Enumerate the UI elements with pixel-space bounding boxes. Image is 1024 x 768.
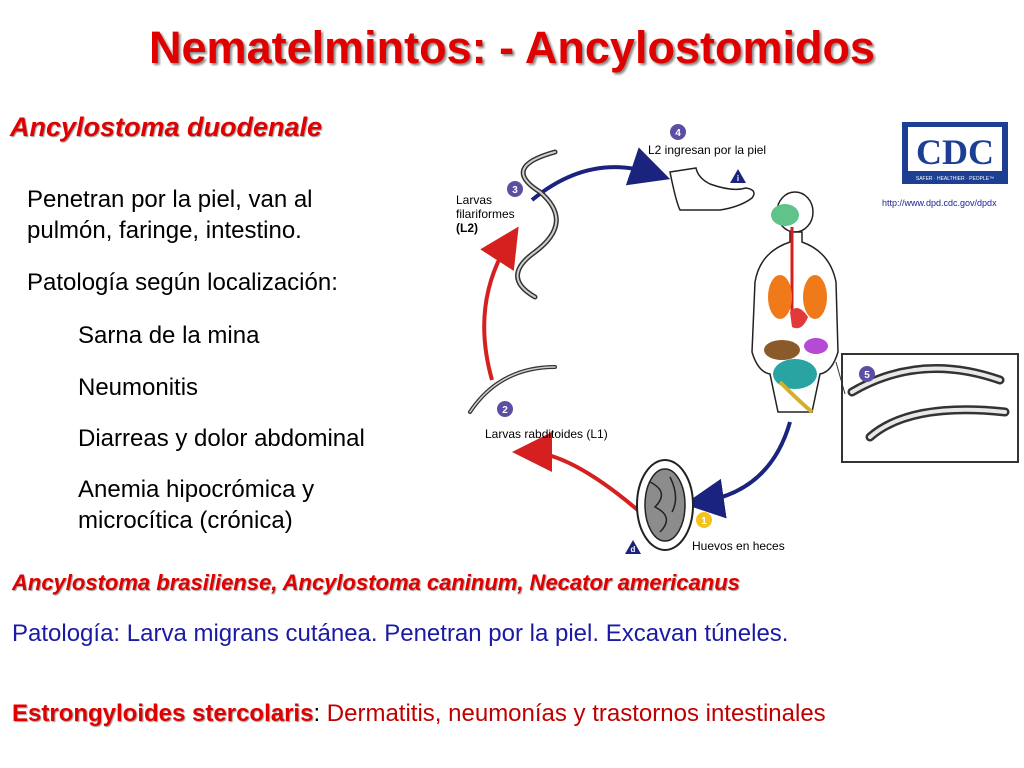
svg-text:3: 3	[512, 185, 518, 196]
arrow-rhabditoid-to-filariform	[480, 226, 519, 381]
cdc-url: http://www.dpd.cdc.gov/dpdx	[882, 198, 997, 208]
section1-heading: Ancylostoma duodenale	[10, 112, 323, 142]
marker-i: i	[730, 169, 746, 183]
step-5-badge: 5	[859, 366, 875, 382]
step-1-badge: 1	[696, 512, 712, 528]
cdc-logo: CDC SAFER · HEALTHIER · PEOPLE™	[902, 122, 1008, 184]
svg-text:1: 1	[701, 516, 707, 527]
label-step-3-line2: filariformes	[456, 207, 515, 221]
label-step-3-line3: (L2)	[456, 221, 478, 235]
label-step-4: L2 ingresan por la piel	[648, 143, 766, 157]
foot-icon	[669, 167, 755, 211]
section2-heading: Ancylostoma brasiliense, Ancylostoma can…	[12, 570, 740, 595]
section1-paragraph-1: Penetran por la piel, van al pulmón, far…	[27, 186, 313, 244]
step-3-badge: 3	[507, 181, 523, 197]
label-step-2: Larvas rabditoides (L1)	[485, 427, 608, 441]
label-step-3-line1: Larvas	[456, 193, 492, 207]
svg-text:2: 2	[502, 405, 508, 416]
pathology-item-3: Diarreas y dolor abdominal	[78, 425, 365, 452]
slide-title: Nematelmintos: - Ancylostomidos	[149, 22, 875, 73]
svg-text:SAFER · HEALTHIER · PEOPLE™: SAFER · HEALTHIER · PEOPLE™	[916, 176, 994, 182]
pathology-item-1: Sarna de la mina	[78, 322, 260, 349]
section1-paragraph-2: Patología según localización:	[27, 269, 338, 296]
arrow-eggs-to-rhabditoid	[512, 432, 642, 514]
human-body-icon	[751, 191, 839, 414]
section3-label: Estrongyloides stercolaris	[12, 700, 314, 727]
label-step-1: Huevos en heces	[692, 539, 785, 553]
marker-d: d	[625, 540, 641, 554]
svg-text:d: d	[631, 545, 636, 554]
arrow-larvae-to-skin	[530, 147, 671, 202]
arrow-host-to-eggs	[684, 421, 792, 519]
pathology-item-2: Neumonitis	[78, 374, 199, 401]
svg-text:4: 4	[675, 128, 681, 139]
section3-line: Estrongyloides stercolaris: Dermatitis, …	[12, 700, 826, 728]
svg-text:5: 5	[864, 370, 870, 381]
svg-text:CDC: CDC	[916, 132, 994, 172]
section3-text: Dermatitis, neumonías y trastornos intes…	[326, 700, 826, 727]
step-2-badge: 2	[497, 401, 513, 417]
section3-colon: :	[313, 700, 321, 727]
svg-text:i: i	[737, 174, 739, 183]
step-4-badge: 4	[670, 124, 686, 140]
pathology-item-4: Anemia hipocrómica y microcítica (crónic…	[78, 476, 315, 534]
rhabditoid-larva-icon	[468, 365, 557, 414]
life-cycle-diagram: 4 3 2 1 5 i d L2 ingresan por la piel La…	[456, 122, 1019, 554]
section2-text: Patología: Larva migrans cutánea. Penetr…	[12, 620, 789, 647]
